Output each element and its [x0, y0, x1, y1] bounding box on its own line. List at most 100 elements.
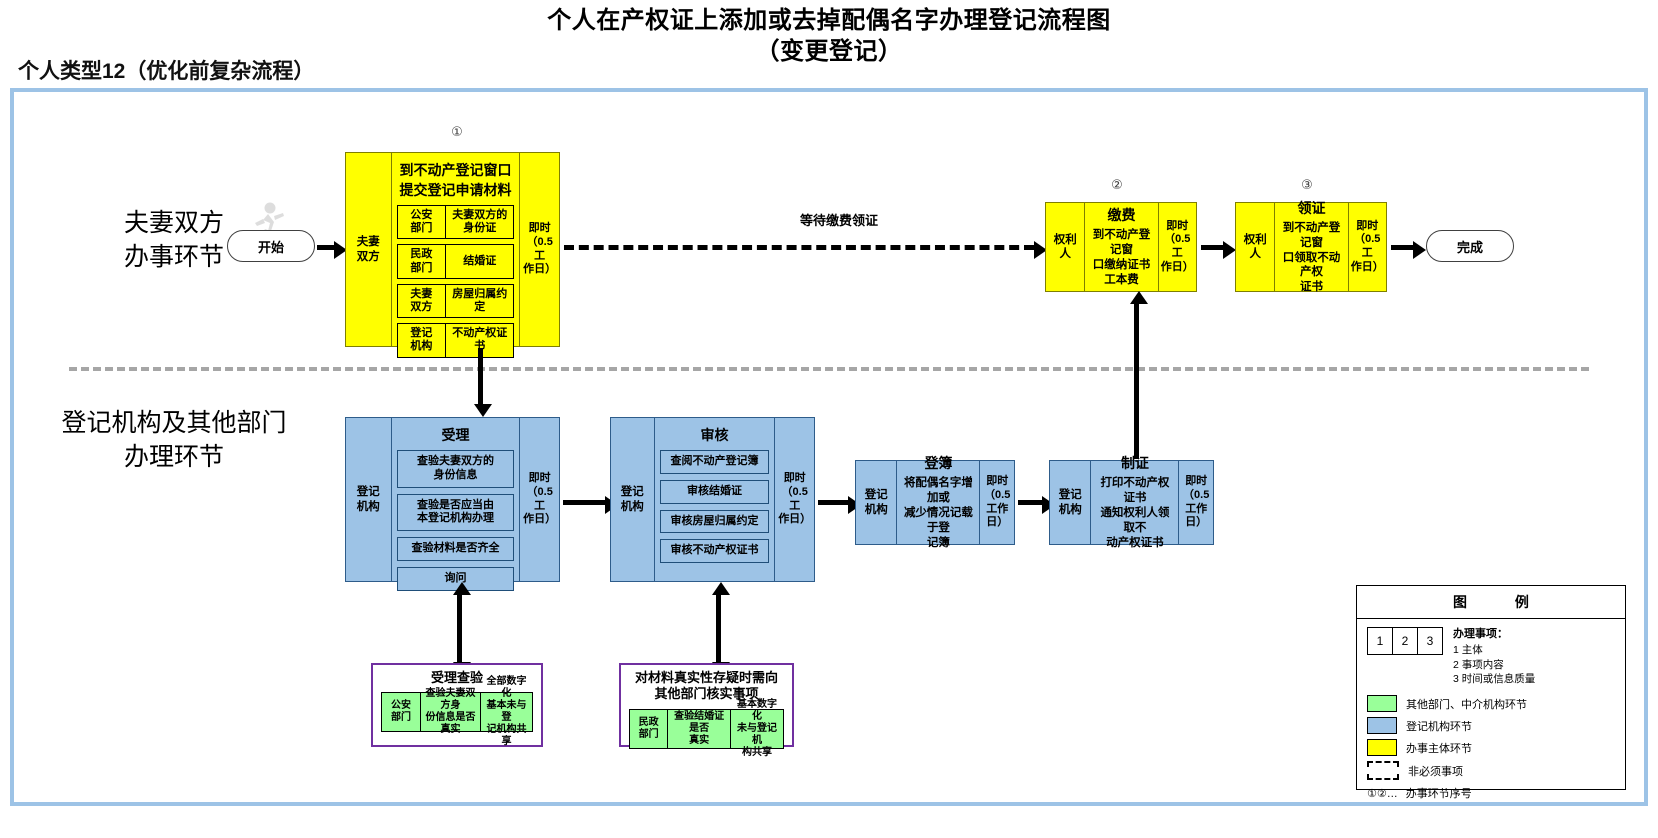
collect-box-time: 即时（0.5工作日）: [1350, 219, 1384, 273]
legend-note-title: 办理事项：: [1453, 628, 1508, 640]
lane-label-agency: 登记机构及其他部门 办理环节: [61, 409, 287, 471]
lane-label-applicant: 夫妻双方 办事环节: [123, 209, 224, 271]
page-title: 个人在产权证上添加或去掉配偶名字办理登记流程图 （变更登记）: [0, 6, 1658, 67]
verify-cell-0: 公安部门: [382, 693, 421, 732]
legend-title: 图 例: [1357, 586, 1625, 619]
confirm-box-row: 民政部门 查验结婚证是否真实 基本数字化未与登记机构共享: [629, 698, 784, 758]
record-box-actor: 登记机构: [856, 461, 898, 544]
arrow-accept-verify: [453, 582, 471, 675]
page-title-line2: （变更登记）: [755, 37, 903, 65]
verify-box-row: 公安部门 查验夫妻双方身份信息是否真实 全部数字化基本未与登记机构共享: [381, 676, 533, 748]
start-node-label: 开始: [257, 239, 284, 255]
apply-row-3-left: 登记机构: [398, 324, 447, 357]
certify-box-text: 打印不动产权证书通知权利人领取不动产权证书: [1100, 477, 1170, 549]
confirm-cell-1: 查验结婚证是否真实: [668, 709, 731, 748]
accept-box-time: 即时（0.5工作日）: [523, 472, 557, 526]
collect-box[interactable]: 权利人 领证 到不动产登记窗口领取不动产权证书 即时（0.5工作日）: [1235, 200, 1387, 293]
legend-label-yellow: 办事主体环节: [1406, 742, 1472, 755]
legend-note-line-0: 1 主体: [1453, 643, 1483, 656]
apply-row-2-right: 房屋归属约定: [452, 287, 508, 313]
legend-note-line-2: 3 时间或信息质量: [1453, 673, 1536, 686]
legend-swatch-dashed: [1367, 761, 1399, 781]
arrow-apply-to-accept: [474, 348, 492, 417]
apply-row-0: 公安部门 夫妻双方的身份证: [396, 205, 515, 240]
end-node[interactable]: 完成: [1426, 230, 1514, 262]
apply-box-actor: 夫妻双方: [346, 153, 392, 346]
arrow-apply-to-pay-dashed: [564, 241, 1047, 259]
collect-box-text: 到不动产登记窗口领取不动产权证书: [1282, 221, 1341, 294]
apply-row-1-right: 结婚证: [463, 254, 497, 267]
arrow-accept-to-review: [563, 496, 618, 514]
legend-swatch-blue: [1367, 717, 1397, 735]
accept-box[interactable]: 登记机构 受理 查验夫妻双方的身份信息 查验是否应当由本登记机构办理 查验材料是…: [345, 417, 560, 591]
confirm-cell-2: 基本数字化未与登记机构共享: [736, 698, 777, 758]
apply-box-title: 到不动产登记窗口提交登记申请材料: [399, 162, 512, 198]
pay-box-actor: 权利人: [1046, 203, 1086, 291]
arrow-certify-to-pay: [1130, 291, 1148, 459]
certify-box-body: 制证 打印不动产权证书通知权利人领取不动产权证书: [1091, 455, 1180, 549]
legend-number-1: 1: [1368, 628, 1393, 654]
arrow-review-to-record: [818, 496, 861, 514]
legend-label-sequence: 办事环节序号: [1405, 788, 1472, 801]
swimlane-divider: [69, 367, 1589, 371]
start-node[interactable]: 开始: [227, 230, 315, 262]
page-title-line1: 个人在产权证上添加或去掉配偶名字办理登记流程图: [547, 7, 1111, 34]
apply-box[interactable]: 夫妻双方 到不动产登记窗口提交登记申请材料 公安部门 夫妻双方的身份证 民政部门…: [345, 152, 560, 358]
record-box-body: 登簿 将配偶名字增加或减少情况记载于登记簿: [897, 455, 981, 549]
pay-box-time: 即时（0.5工作日）: [1160, 219, 1194, 273]
wait-label: 等待缴费领证: [800, 213, 879, 228]
legend-row-optional: 非必须事项: [1367, 761, 1615, 781]
verify-box-title: 受理查验: [430, 670, 483, 685]
legend-number-2: 2: [1393, 628, 1418, 654]
apply-row-1-left: 民政部门: [398, 245, 447, 278]
verify-cell-2: 全部数字化基本未与登记机构共享: [486, 676, 527, 748]
confirm-box[interactable]: 对材料真实性存疑时需向其他部门核实事项 民政部门 查验结婚证是否真实 基本数字化…: [619, 663, 794, 758]
legend-row-registry: 登记机构环节: [1367, 717, 1615, 735]
arrow-start-to-apply: [317, 241, 347, 259]
confirm-cell-0: 民政部门: [630, 709, 669, 748]
review-item-3: 审核不动产权证书: [659, 539, 770, 563]
accept-box-actor: 登记机构: [346, 418, 392, 581]
accept-box-title: 受理: [441, 427, 470, 443]
certify-box-actor: 登记机构: [1050, 461, 1092, 544]
flowchart-frame: 夫妻双方 办事环节 登记机构及其他部门 办理环节 开始 ① 夫妻双方 到不动产登…: [10, 88, 1648, 806]
apply-row-1: 民政部门 结婚证: [396, 244, 515, 279]
review-box-time: 即时（0.5工作日）: [778, 472, 812, 526]
verify-box[interactable]: 受理查验 公安部门 查验夫妻双方身份信息是否真实 全部数字化基本未与登记机构共享: [371, 663, 543, 747]
apply-row-2: 夫妻双方 房屋归属约定: [396, 283, 515, 319]
end-node-label: 完成: [1456, 239, 1483, 255]
pay-box-text: 到不动产登记窗口缴纳证书工本费: [1092, 229, 1151, 286]
accept-item-2: 查验材料是否齐全: [396, 537, 515, 561]
legend-swatch-yellow: [1367, 739, 1397, 757]
legend-swatch-green: [1367, 695, 1397, 713]
verify-cell-1: 查验夫妻双方身份信息是否真实: [421, 688, 481, 735]
step-number-1: ①: [451, 124, 463, 139]
legend-label-blue: 登记机构环节: [1406, 720, 1472, 733]
review-item-2: 审核房屋归属约定: [659, 509, 770, 534]
review-item-0: 查阅不动产登记簿: [659, 450, 770, 474]
legend-note: 办理事项： 1 主体 2 事项内容 3 时间或信息质量: [1453, 627, 1535, 687]
accept-box-body: 受理 查验夫妻双方的身份信息 查验是否应当由本登记机构办理 查验材料是否齐全 询…: [392, 418, 521, 591]
legend-sequence-symbol: ①②…: [1367, 787, 1398, 800]
legend-row-sequence: ①②… 办事环节序号: [1367, 785, 1615, 801]
review-item-1: 审核结婚证: [659, 479, 770, 504]
review-box-title: 审核: [700, 427, 729, 443]
step-number-3: ③: [1301, 177, 1313, 192]
collect-box-actor: 权利人: [1236, 203, 1276, 291]
review-box[interactable]: 登记机构 审核 查阅不动产登记簿 审核结婚证 审核房屋归属约定 审核不动产权证书…: [610, 417, 815, 582]
apply-box-time: 即时（0.5工作日）: [523, 222, 557, 276]
step-number-2: ②: [1111, 177, 1123, 192]
arrow-review-confirm: [712, 582, 730, 675]
apply-row-2-left: 夫妻双方: [398, 284, 447, 318]
pay-box[interactable]: 权利人 缴费 到不动产登记窗口缴纳证书工本费 即时（0.5工作日）: [1045, 202, 1197, 292]
apply-row-0-left: 公安部门: [398, 206, 447, 239]
pay-box-title: 缴费: [1107, 207, 1136, 224]
apply-row-3: 登记机构 不动产权证书: [396, 323, 515, 358]
arrow-pay-to-collect: [1201, 241, 1236, 259]
pay-box-body: 缴费 到不动产登记窗口缴纳证书工本费: [1085, 203, 1159, 291]
apply-row-0-right: 夫妻双方的身份证: [452, 209, 508, 235]
collect-box-title: 领证: [1297, 199, 1326, 216]
